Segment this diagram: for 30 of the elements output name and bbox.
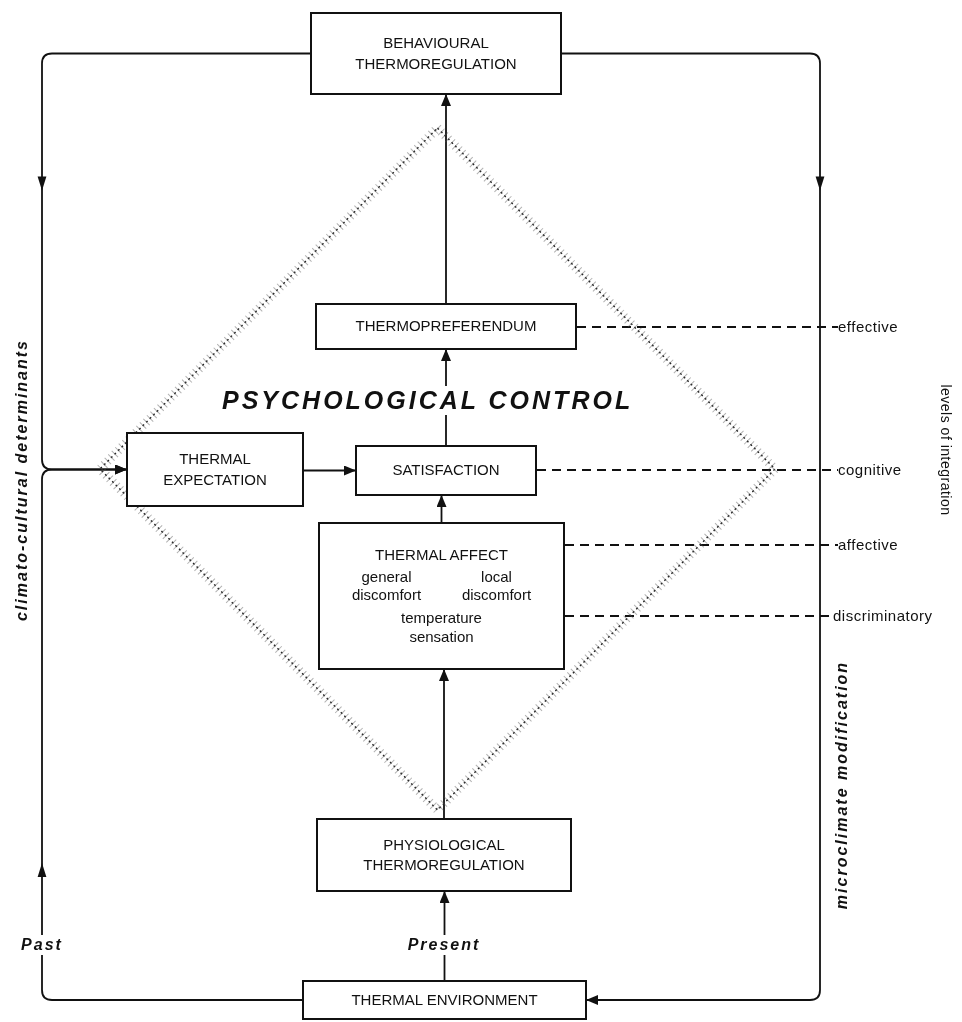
- box-label: THERMAL EXPECTATION: [162, 449, 268, 490]
- box-label: PHYSIOLOGICAL THERMOREGULATION: [362, 834, 526, 875]
- edge-label: Present: [406, 935, 482, 955]
- axis-caption: levels of integration: [939, 384, 953, 516]
- box-label: THERMAL ENVIRONMENT: [351, 989, 538, 1010]
- process-box: [310, 12, 562, 95]
- box-label: BEHAVIOURAL THERMOREGULATION: [354, 33, 518, 74]
- box-label: THERMAL AFFECT: [375, 545, 508, 566]
- box-sublabel: local discomfort: [460, 567, 533, 606]
- arrow: [37, 464, 303, 1001]
- edge-label: Past: [20, 935, 64, 955]
- box-label: SATISFACTION: [392, 460, 500, 481]
- arrow: [441, 94, 451, 304]
- process-box: [316, 818, 572, 892]
- dashed-line: [536, 469, 839, 471]
- arrow: [436, 495, 447, 523]
- process-box: [355, 445, 537, 496]
- process-box: [318, 522, 565, 670]
- box-sublabel: temperature sensation: [400, 609, 483, 647]
- level-label: affective: [838, 534, 928, 556]
- dashed-line: [564, 544, 839, 546]
- dashed-line: [576, 326, 839, 328]
- level-label: discriminatory: [833, 605, 935, 627]
- process-box: [315, 303, 577, 350]
- level-label: effective: [838, 316, 928, 338]
- box-label: THERMOPREFERENDUM: [355, 316, 537, 337]
- arrow: [561, 52, 825, 1005]
- process-box: [302, 980, 587, 1020]
- level-label: cognitive: [838, 459, 928, 481]
- arrow: [303, 465, 356, 476]
